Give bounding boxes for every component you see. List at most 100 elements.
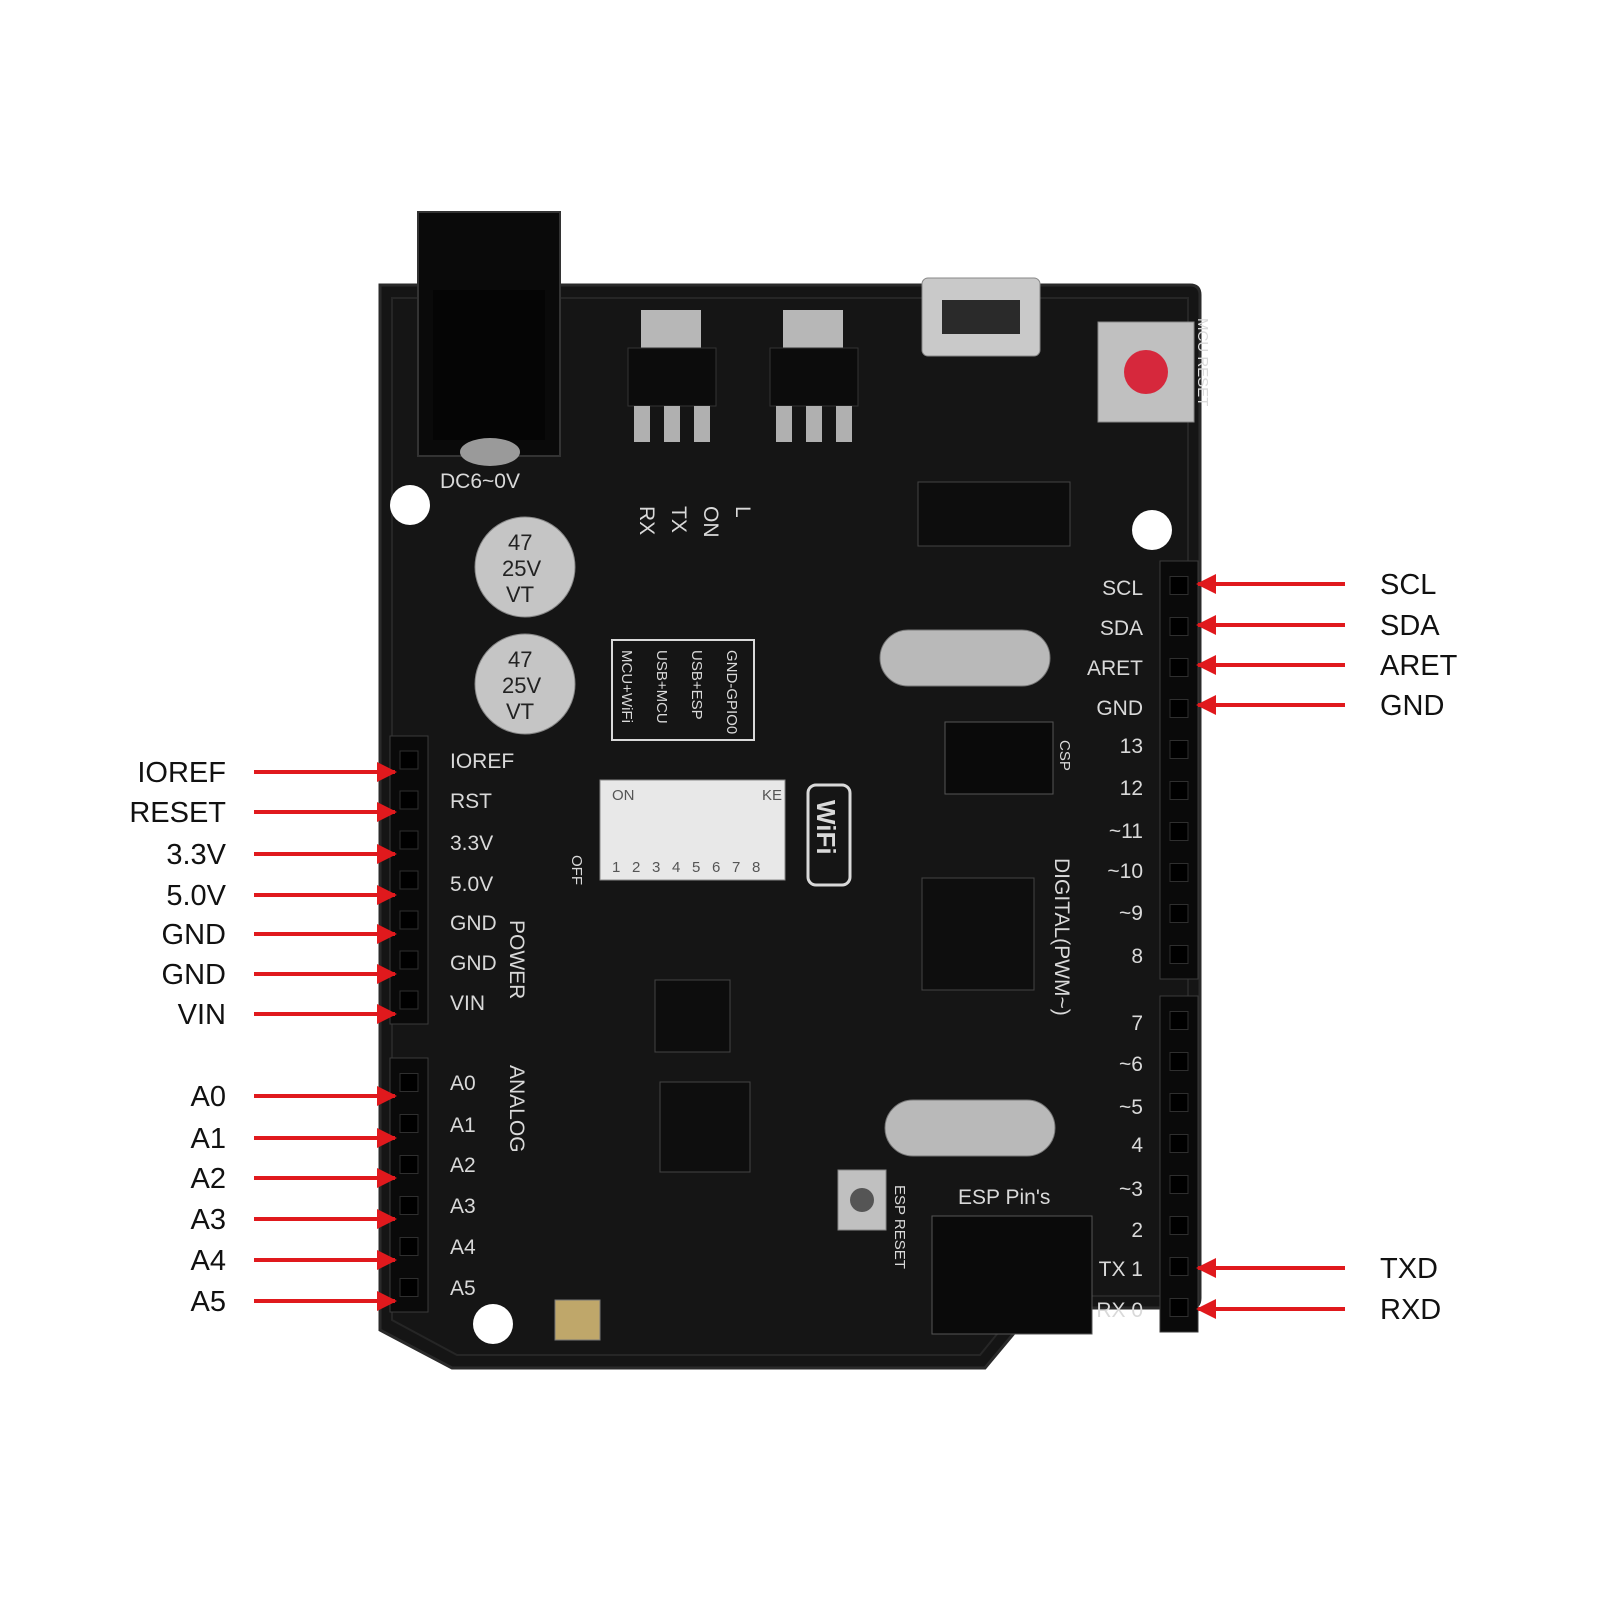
silk-digital-label: ~6 [1119,1053,1143,1076]
mounting-hole [1132,510,1172,550]
icsp-label: CSP [1056,740,1073,771]
voltage-regulator [769,310,859,442]
pin-label-a0: A0 [191,1081,226,1113]
silk-analog-label: A0 [450,1072,476,1095]
silk-digital-label: 4 [1131,1134,1143,1157]
power-header [389,735,429,1025]
silk-power-label: 3.3V [450,832,493,855]
micro-usb-port [921,277,1041,357]
dc-power-jack [417,211,561,466]
silk-power-label: IOREF [450,750,514,773]
esp-reset-label: ESP RESET [891,1185,908,1269]
mounting-hole [390,485,430,525]
silk-analog-label: A5 [450,1277,476,1300]
pin-label-txd: TXD [1380,1253,1438,1285]
power-header-label: POWER [505,920,528,999]
mcu-chip [921,877,1035,991]
digital-pin-socket [1169,1011,1189,1030]
digital-header-bottom [1159,995,1199,1333]
pin-label-a4: A4 [191,1245,226,1277]
pin-label-scl: SCL [1380,569,1436,601]
usb-serial-chip [917,481,1071,547]
digital-pin-socket [1169,822,1189,841]
dip-on-label: ON [612,787,635,804]
silk-right-label: ARET [1087,657,1143,680]
digital-pin-socket [1169,863,1189,882]
digital-pin-socket [1169,617,1189,636]
silk-digital-label: ~3 [1119,1178,1143,1201]
digital-pin-socket [1169,699,1189,718]
silk-power-label: GND [450,912,497,935]
silk-digital-label: 13 [1120,735,1143,758]
silk-analog-label: A1 [450,1114,476,1137]
power-pin-socket [399,870,419,890]
silk-digital-label: 8 [1131,945,1143,968]
digital-pin-socket [1169,904,1189,923]
silk-digital-label: ~5 [1119,1096,1143,1119]
voltage-regulator [627,310,717,442]
power-pin-socket [399,950,419,970]
pcb-board: DC6~0V MCU RESET [378,211,1211,1370]
analog-pin-socket [399,1073,419,1092]
dip-number: 2 [632,859,640,876]
svg-text:GND-GPIO0: GND-GPIO0 [723,650,740,734]
crystal-oscillator [884,1099,1056,1157]
led-label-rx: RX [635,506,658,535]
crystal-oscillator [879,629,1051,687]
led-label-on: ON [699,506,722,538]
wifi-logo: WiFi [806,783,852,887]
pin-label-rxd: RXD [1380,1294,1441,1326]
electrolytic-capacitor: 47 25V VT [474,633,576,735]
dip-ke-label: KE [762,787,782,804]
silk-analog-label: A2 [450,1154,476,1177]
svg-text:VT: VT [506,699,534,724]
digital-pin-socket [1169,1134,1189,1153]
pin-label-5.0v: 5.0V [166,880,226,912]
silk-digital-label: RX 0 [1096,1299,1143,1322]
digital-pin-socket [1169,1298,1189,1317]
digital-pin-socket [1169,1175,1189,1194]
pin-label-aret: ARET [1380,650,1458,682]
dip-number: 3 [652,859,660,876]
digital-pin-socket [1169,945,1189,964]
dip-number: 7 [732,859,740,876]
silk-power-label: GND [450,952,497,975]
digital-pin-socket [1169,781,1189,800]
silk-digital-label: TX 1 [1099,1258,1143,1281]
mcu-reset-label: MCU RESET [1194,318,1211,406]
esp-chip [659,1081,751,1173]
power-pin-socket [399,830,419,850]
analog-header-label: ANALOG [505,1065,528,1153]
pin-label-vin: VIN [178,999,226,1031]
digital-pin-socket [1169,740,1189,759]
dip-number: 1 [612,859,620,876]
led-label-tx: TX [667,506,690,533]
analog-pin-socket [399,1155,419,1174]
analog-header [389,1057,429,1313]
silk-right-label: SDA [1100,617,1143,640]
silk-digital-label: 2 [1131,1219,1143,1242]
silk-power-label: VIN [450,992,485,1015]
analog-pin-socket [399,1196,419,1215]
dc-jack-label: DC6~0V [440,470,520,493]
power-pin-socket [399,750,419,770]
dip-number: 5 [692,859,700,876]
pin-label-reset: RESET [129,797,226,829]
antenna-connector [554,1299,601,1341]
dip-switch [599,779,786,881]
icsp-header [944,721,1054,795]
pin-label-sda: SDA [1380,610,1440,642]
silk-digital-label: ~10 [1107,860,1143,883]
svg-text:MCU+WiFi: MCU+WiFi [618,650,635,723]
pin-label-gnd: GND [162,919,226,951]
pin-label-gnd: GND [162,959,226,991]
esp-pins-label: ESP Pin's [958,1186,1050,1209]
silk-analog-label: A3 [450,1195,476,1218]
digital-pin-socket [1169,1093,1189,1112]
pin-label-a2: A2 [191,1163,226,1195]
